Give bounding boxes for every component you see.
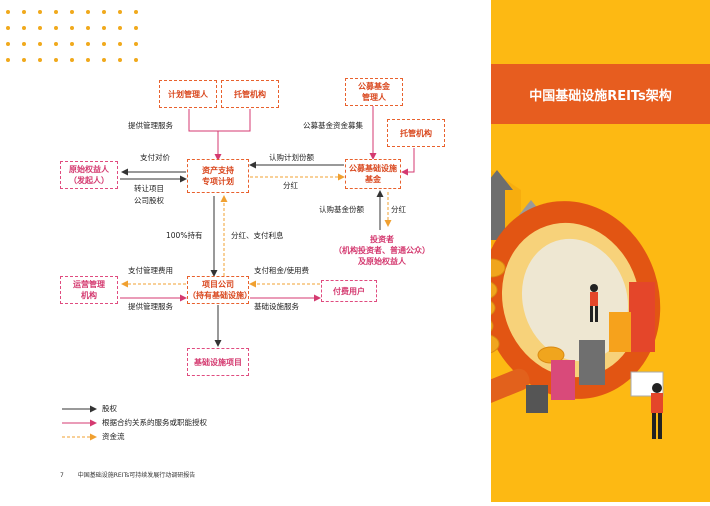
decorative-dot — [70, 58, 74, 62]
label-dividend-middle: 分红 — [283, 181, 298, 190]
decorative-dot — [86, 10, 90, 14]
decorative-dot — [6, 10, 10, 14]
ops-manager-box: 运营管理 机构 — [60, 276, 118, 304]
decorative-dot — [118, 10, 122, 14]
infra-project-box: 基础设施项目 — [187, 348, 249, 376]
decorative-dot — [134, 10, 138, 14]
decorative-dot — [102, 42, 106, 46]
label-subscribe-fund: 认购基金份额 — [319, 205, 364, 214]
decorative-dot — [102, 26, 106, 30]
person-figure-top — [590, 284, 598, 322]
decorative-dot — [22, 10, 26, 14]
page-footer: 7 中国基础设施REITs可持续发展行动调研报告 — [60, 470, 195, 479]
public-reits-fund-box: 公募基础设施 基金 — [345, 159, 401, 189]
label-transfer-equity: 转让项目 公司股权 — [134, 184, 164, 205]
page-title: 中国基础设施REITs架构 — [491, 64, 710, 124]
finance-illustration — [406, 170, 664, 439]
person-figure-right — [630, 371, 664, 439]
decorative-dot — [54, 26, 58, 30]
decorative-dot — [22, 58, 26, 62]
decorative-dot — [118, 42, 122, 46]
decorative-dot — [54, 58, 58, 62]
decorative-dot — [22, 26, 26, 30]
abs-plan-box: 资产支持 专项计划 — [187, 159, 249, 193]
decorative-dot — [54, 42, 58, 46]
label-infra-service: 基础设施服务 — [254, 302, 299, 311]
decorative-dot — [22, 42, 26, 46]
plan-manager-box: 计划管理人 — [159, 80, 217, 108]
decorative-dot — [6, 42, 10, 46]
label-fund-raising: 公募基金资金募集 — [303, 121, 363, 130]
public-fund-manager-box: 公募基金 管理人 — [345, 78, 403, 106]
label-pay-rent: 支付租金/使用费 — [254, 266, 310, 275]
decorative-dot — [54, 10, 58, 14]
decorative-dot — [102, 10, 106, 14]
page-number: 7 — [60, 472, 64, 479]
legend-service: 根据合约关系的服务或职能授权 — [102, 418, 207, 427]
label-pay-mgmt-fee: 支付管理费用 — [128, 266, 173, 275]
label-dividend-interest: 分红、支付利息 — [231, 231, 284, 240]
decorative-dot-grid — [6, 10, 156, 65]
decorative-dot — [38, 42, 42, 46]
diagram-arrows — [62, 106, 415, 441]
legend-cashflow: 资金流 — [102, 432, 125, 441]
decorative-dot — [6, 58, 10, 62]
decorative-dot — [86, 42, 90, 46]
decorative-dot — [70, 10, 74, 14]
label-mgmt-service-top: 提供管理服务 — [128, 121, 173, 130]
decorative-dot — [70, 42, 74, 46]
decorative-dot — [38, 10, 42, 14]
label-subscribe-plan: 认购计划份额 — [269, 153, 314, 162]
label-pay-consideration: 支付对价 — [140, 153, 170, 162]
label-dividend-right: 分红 — [391, 205, 406, 214]
label-mgmt-service-bottom: 提供管理服务 — [128, 302, 173, 311]
decorative-dot — [38, 58, 42, 62]
decorative-dot — [86, 58, 90, 62]
decorative-dot — [6, 26, 10, 30]
decorative-dot — [70, 26, 74, 30]
investors-node: 投资者 （机构投资者、普通公众） 及原始权益人 — [334, 235, 430, 266]
decorative-dot — [118, 58, 122, 62]
decorative-dot — [118, 26, 122, 30]
legend-equity: 股权 — [102, 404, 117, 413]
decorative-dot — [134, 26, 138, 30]
project-company-box: 项目公司 （持有基础设施） — [187, 276, 252, 304]
custodian-top-box: 托管机构 — [221, 80, 279, 108]
decorative-dot — [102, 58, 106, 62]
custodian-right-box: 托管机构 — [387, 119, 445, 147]
decorative-dot — [86, 26, 90, 30]
paying-users-box: 付费用户 — [321, 280, 377, 302]
original-owner-box: 原始权益人 （发起人） — [60, 161, 118, 189]
decorative-dot — [134, 42, 138, 46]
footer-title: 中国基础设施REITs可持续发展行动调研报告 — [77, 472, 196, 479]
decorative-dot — [38, 26, 42, 30]
label-hold-100: 100%持有 — [166, 231, 203, 240]
decorative-dot — [134, 58, 138, 62]
